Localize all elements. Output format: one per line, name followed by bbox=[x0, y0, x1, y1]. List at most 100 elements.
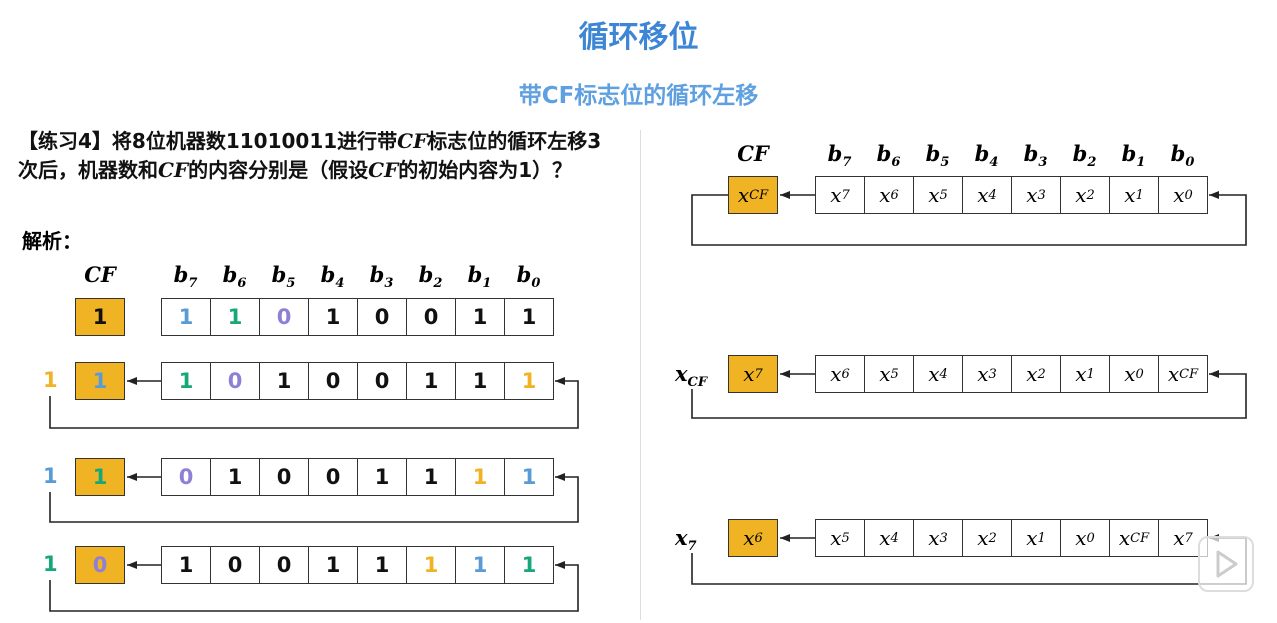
bit-cell: 0 bbox=[308, 362, 358, 400]
bit-cell: 0 bbox=[259, 298, 309, 336]
cf-register: 1 bbox=[75, 458, 125, 496]
carry-out-value: 1 bbox=[43, 464, 58, 488]
page-title: 循环移位 bbox=[578, 20, 699, 55]
bit-cell: 0 bbox=[259, 458, 309, 496]
bit-cell: 0 bbox=[308, 458, 358, 496]
bit-label: b6 bbox=[876, 141, 901, 171]
bit-cell: 1 bbox=[161, 362, 211, 400]
bit-cell: 1 bbox=[504, 546, 554, 584]
bit-label: b5 bbox=[925, 141, 950, 171]
carry-out-value: 1 bbox=[43, 368, 58, 392]
arrow-head bbox=[1209, 370, 1219, 378]
cf-register: 1 bbox=[75, 298, 125, 336]
bit-cell: 1 bbox=[357, 546, 407, 584]
bit-cell: 1 bbox=[504, 458, 554, 496]
bit-cell: 1 bbox=[161, 546, 211, 584]
arrow-head bbox=[1209, 191, 1219, 199]
cf-label: CF bbox=[84, 262, 116, 287]
connector-line bbox=[49, 476, 579, 523]
question-text: 的初始内容为1）？ bbox=[398, 158, 573, 182]
arrow-head bbox=[127, 473, 137, 481]
bit-cell: 0 bbox=[357, 362, 407, 400]
bit-cell: 1 bbox=[406, 458, 456, 496]
question-cf: CF bbox=[397, 129, 428, 153]
arrow-head bbox=[127, 377, 137, 385]
connector-line bbox=[49, 380, 579, 429]
bit-label: b2 bbox=[1072, 141, 1097, 171]
bit-cell: 0 bbox=[161, 458, 211, 496]
bit-cell: 1 bbox=[161, 298, 211, 336]
bit-cell: 1 bbox=[259, 362, 309, 400]
arrow-head bbox=[127, 561, 137, 569]
bit-label: b3 bbox=[369, 262, 394, 292]
bit-label: b2 bbox=[418, 262, 443, 292]
bit-cell: 1 bbox=[406, 362, 456, 400]
arrow-head bbox=[780, 534, 790, 542]
question-text: 标志位的循环左移3次后，机器数和 bbox=[18, 129, 602, 182]
bit-cell: 1 bbox=[504, 298, 554, 336]
play-button[interactable] bbox=[1198, 536, 1254, 592]
bit-label: b7 bbox=[173, 262, 198, 292]
bit-cell: 1 bbox=[504, 362, 554, 400]
arrow-head bbox=[555, 377, 565, 385]
question-text: 的内容分别是（假设 bbox=[188, 158, 369, 182]
bit-label: b7 bbox=[827, 141, 852, 171]
bit-cell: 1 bbox=[455, 458, 505, 496]
bit-cell: 1 bbox=[357, 458, 407, 496]
carry-out-value: 1 bbox=[43, 552, 58, 576]
cf-register: 1 bbox=[75, 362, 125, 400]
divider bbox=[640, 130, 641, 620]
bit-label: b4 bbox=[320, 262, 345, 292]
connector-line bbox=[691, 194, 1247, 246]
arrow-head bbox=[555, 473, 565, 481]
bit-cell: 0 bbox=[259, 546, 309, 584]
bit-cell: 1 bbox=[455, 546, 505, 584]
bit-cell: 0 bbox=[357, 298, 407, 336]
play-icon bbox=[1216, 550, 1238, 578]
question-cf: CF bbox=[368, 158, 399, 182]
bit-cell: 0 bbox=[210, 362, 260, 400]
carry-out-value: x7 bbox=[675, 525, 697, 555]
bit-cell: 1 bbox=[210, 298, 260, 336]
bit-label: b1 bbox=[467, 262, 492, 292]
exercise-question: 【练习4】将8位机器数11010011进行带CF标志位的循环左移3次后，机器数和… bbox=[18, 127, 618, 185]
bit-cell: 0 bbox=[210, 546, 260, 584]
cf-register: 0 bbox=[75, 546, 125, 584]
question-cf: CF bbox=[158, 158, 189, 182]
bit-cell: 1 bbox=[455, 362, 505, 400]
bit-label: b1 bbox=[1121, 141, 1146, 171]
bit-cell: 1 bbox=[210, 458, 260, 496]
bit-cell: 1 bbox=[308, 298, 358, 336]
arrow-head bbox=[780, 370, 790, 378]
connector-line bbox=[691, 373, 1247, 419]
bit-cell: 0 bbox=[406, 298, 456, 336]
bit-label: b0 bbox=[516, 262, 541, 292]
cf-label: CF bbox=[737, 141, 769, 166]
bit-label: b5 bbox=[271, 262, 296, 292]
bit-cell: 1 bbox=[308, 546, 358, 584]
page-subtitle: 带CF标志位的循环左移 bbox=[518, 83, 759, 109]
bit-cell: 1 bbox=[406, 546, 456, 584]
